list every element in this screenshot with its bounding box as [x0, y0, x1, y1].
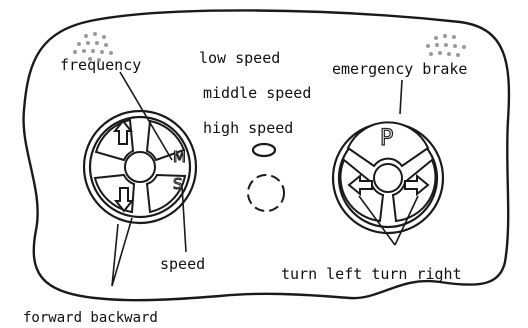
high-speed-label: high speed	[203, 119, 293, 137]
low-speed-label: low speed	[199, 49, 280, 67]
forward-backward-label: forward backward	[23, 310, 158, 326]
mode-button-glyph: M	[173, 148, 186, 166]
middle-speed-label: middle speed	[203, 84, 311, 102]
speed-button-glyph: S	[173, 175, 183, 193]
emergency-brake-label: emergency brake	[332, 60, 467, 78]
brake-button-glyph: P	[380, 126, 393, 151]
turn-left-turn-right-label: turn left turn right	[281, 265, 462, 283]
frequency-label: frequency	[60, 56, 141, 74]
speed-label: speed	[160, 255, 205, 273]
